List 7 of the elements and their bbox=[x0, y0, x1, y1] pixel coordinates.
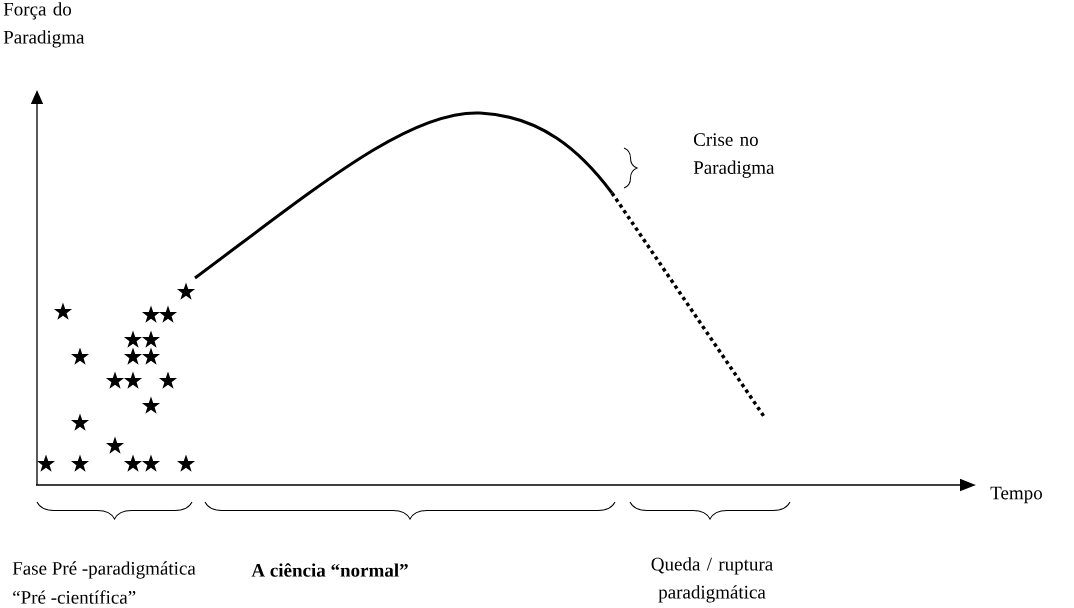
axis-label: Força do Paradigma bbox=[3, 2, 85, 48]
phase-label: Fase Pré -paradigmática bbox=[12, 561, 196, 579]
phase-label: “Pré -científica” bbox=[13, 590, 136, 604]
phase-label: Queda / ruptura paradigmática bbox=[651, 557, 773, 603]
brace-label: Crise no Paradigma bbox=[693, 133, 775, 178]
phase-label: A ciência “normal” bbox=[251, 563, 408, 577]
axis-label: Tempo bbox=[990, 486, 1042, 504]
